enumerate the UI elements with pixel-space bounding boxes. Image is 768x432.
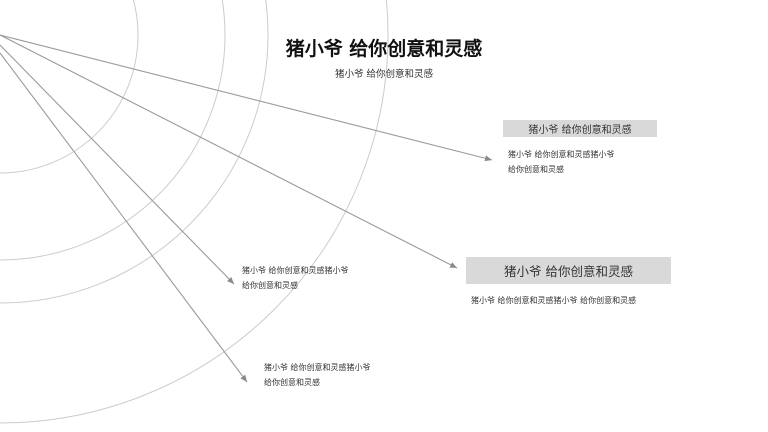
description-3: 猪小爷 给你创意和灵感猪小爷 给你创意和灵感 xyxy=(242,263,349,293)
arrow-to-desc-3 xyxy=(0,44,235,285)
arrow-to-desc-4 xyxy=(0,52,248,383)
description-4: 猪小爷 给你创意和灵感猪小爷 给你创意和灵感 xyxy=(264,360,371,390)
label-box-2-text: 猪小爷 给你创意和灵感 xyxy=(504,264,633,279)
description-4-line-1: 猪小爷 给你创意和灵感猪小爷 xyxy=(264,363,371,372)
description-1: 猪小爷 给你创意和灵感猪小爷 给你创意和灵感 xyxy=(508,147,615,177)
circle-ring-1 xyxy=(0,0,139,174)
circle-ring-3 xyxy=(0,0,269,304)
description-3-line-2: 给你创意和灵感 xyxy=(242,281,298,290)
description-1-line-2: 给你创意和灵感 xyxy=(508,165,564,174)
description-1-line-1: 猪小爷 给你创意和灵感猪小爷 xyxy=(508,150,615,159)
concentric-circles xyxy=(0,0,389,424)
label-box-2: 猪小爷 给你创意和灵感 xyxy=(466,257,671,284)
page-subtitle: 猪小爷 给你创意和灵感 xyxy=(334,69,434,80)
label-box-1-text: 猪小爷 给你创意和灵感 xyxy=(528,125,632,136)
page-title: 猪小爷 给你创意和灵感 xyxy=(285,38,483,60)
arrows xyxy=(0,34,493,383)
description-4-line-2: 给你创意和灵感 xyxy=(264,378,320,387)
circle-ring-2 xyxy=(0,0,226,261)
description-2: 猪小爷 给你创意和灵感猪小爷 给你创意和灵感 xyxy=(471,293,636,308)
arrow-to-label-2 xyxy=(0,34,458,269)
circle-ring-4 xyxy=(0,0,389,424)
description-3-line-1: 猪小爷 给你创意和灵感猪小爷 xyxy=(242,266,349,275)
arrow-to-label-1 xyxy=(0,34,493,162)
description-2-line-1: 猪小爷 给你创意和灵感猪小爷 给你创意和灵感 xyxy=(471,296,637,305)
label-box-1: 猪小爷 给你创意和灵感 xyxy=(503,120,657,137)
